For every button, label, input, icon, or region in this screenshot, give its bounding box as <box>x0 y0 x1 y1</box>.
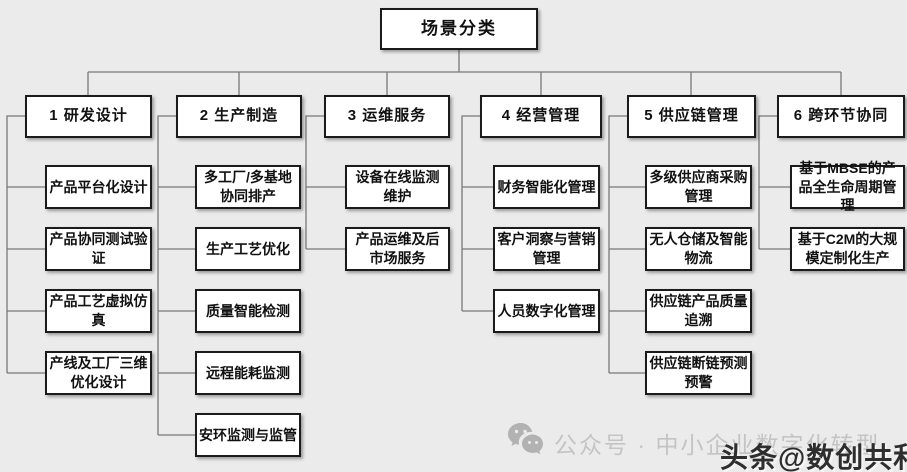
item-node: 安环监测与监管 <box>195 413 301 457</box>
root-node-scene-classification: 场景分类 <box>380 8 538 50</box>
category-operations-service: 3 运维服务 <box>324 95 450 138</box>
item-node: 质量智能检测 <box>195 289 301 333</box>
wechat-account-watermark: 公众号 · 中小企业数字化转型 <box>554 432 881 458</box>
item-node: 生产工艺优化 <box>195 227 301 271</box>
item-node: 产品运维及后市场服务 <box>345 227 450 271</box>
item-node: 供应链产品质量追溯 <box>645 289 752 333</box>
category-supply-chain: 5 供应链管理 <box>627 95 756 138</box>
item-node: 产线及工厂三维优化设计 <box>45 351 152 395</box>
item-node: 产品工艺虚拟仿真 <box>45 289 152 333</box>
wechat-icon <box>508 423 543 455</box>
category-production: 2 生产制造 <box>176 95 302 138</box>
item-node: 设备在线监测维护 <box>345 165 450 209</box>
item-node: 产品平台化设计 <box>45 165 152 209</box>
item-node: 财务智能化管理 <box>493 165 600 209</box>
item-node: 基于MBSE的产品全生命周期管理 <box>790 160 905 213</box>
toutiao-watermark: 头条@数创共和 <box>720 442 907 472</box>
item-node: 多级供应商采购管理 <box>645 165 752 209</box>
category-rd-design: 1 研发设计 <box>25 95 152 138</box>
item-node: 客户洞察与营销管理 <box>493 227 600 271</box>
item-node: 人员数字化管理 <box>493 289 600 333</box>
category-cross-link-collaboration: 6 跨环节协同 <box>777 95 905 138</box>
category-business-management: 4 经营管理 <box>480 95 602 138</box>
item-node: 供应链断链预测预警 <box>645 351 752 395</box>
item-node: 远程能耗监测 <box>195 351 301 395</box>
item-node: 多工厂/多基地协同排产 <box>195 165 301 209</box>
item-node: 基于C2M的大规模定制化生产 <box>790 227 905 271</box>
item-node: 产品协同测试验证 <box>45 227 152 271</box>
item-node: 无人仓储及智能物流 <box>645 227 752 271</box>
